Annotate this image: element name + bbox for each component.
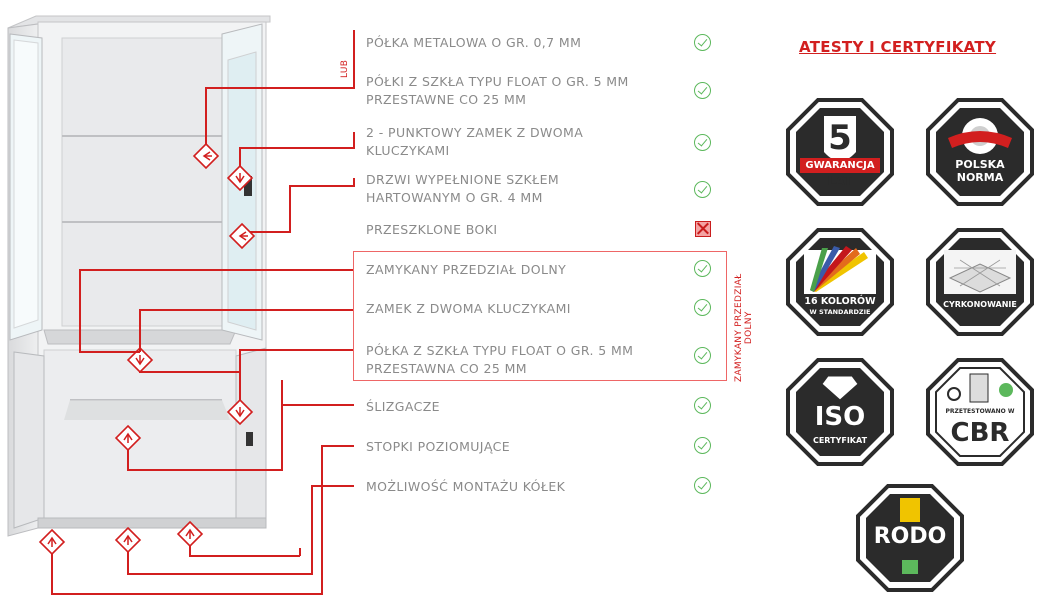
check-icon bbox=[694, 437, 711, 454]
warranty-word: GWARANCJA bbox=[800, 158, 880, 173]
iso-badge: ISO CERTYFIKAT bbox=[786, 358, 894, 466]
feature-label: PÓŁKI Z SZKŁA TYPU FLOAT O GR. 5 MM PRZE… bbox=[366, 74, 629, 107]
warranty-badge: 5 GWARANCJA LAT bbox=[786, 98, 894, 206]
lower-compartment-group-box bbox=[353, 251, 727, 381]
check-icon bbox=[694, 477, 711, 494]
cbr-top: PRZETESTOWANO W bbox=[945, 408, 1015, 415]
note-lower-compartment: ZAMYKANY PRZEDZIAŁ DOLNY bbox=[734, 274, 754, 382]
cbr-label: CBR bbox=[950, 418, 1010, 448]
check-icon bbox=[694, 260, 711, 277]
warranty-unit: LAT bbox=[827, 174, 853, 188]
check-icon bbox=[694, 347, 711, 364]
warranty-number: 5 bbox=[828, 118, 852, 158]
polish-norm-badge: POLSKA NORMA bbox=[926, 98, 1034, 206]
colors-line1: 16 KOLORÓW bbox=[804, 296, 876, 307]
note-lub: LUB bbox=[340, 59, 350, 78]
feature-label: ŚLIZGACZE bbox=[366, 399, 440, 414]
colors-line2: W STANDARDZIE bbox=[809, 308, 871, 316]
check-icon bbox=[694, 34, 711, 51]
feature-label: DRZWI WYPEŁNIONE SZKŁEM HARTOWANYM O GR.… bbox=[366, 172, 560, 205]
note-lower-compartment-line1: ZAMYKANY PRZEDZIAŁ bbox=[734, 273, 744, 382]
zirconium-label: CYRKONOWANIE bbox=[943, 300, 1017, 309]
feature-label: PÓŁKA Z SZKŁA TYPU FLOAT O GR. 5 MM PRZE… bbox=[366, 343, 634, 376]
polish-norm-line2: NORMA bbox=[956, 171, 1004, 184]
feature-label: PRZESZKLONE BOKI bbox=[366, 222, 498, 237]
feature-label: ZAMYKANY PRZEDZIAŁ DOLNY bbox=[366, 262, 567, 277]
colors-badge: 16 KOLORÓW W STANDARDZIE bbox=[786, 228, 894, 336]
check-icon bbox=[694, 181, 711, 198]
rodo-badge: RODO bbox=[856, 484, 964, 592]
rodo-label: RODO bbox=[873, 524, 947, 549]
zirconium-badge: CYRKONOWANIE bbox=[926, 228, 1034, 336]
check-icon bbox=[694, 397, 711, 414]
feature-label: 2 - PUNKTOWY ZAMEK Z DWOMA KLUCZYKAMI bbox=[366, 125, 584, 158]
cross-icon bbox=[695, 221, 711, 237]
feature-label: ZAMEK Z DWOMA KLUCZYKAMI bbox=[366, 301, 571, 316]
certificates-title: ATESTY I CERTYFIKATY bbox=[799, 38, 997, 56]
check-icon bbox=[694, 82, 711, 99]
note-lower-compartment-line2: DOLNY bbox=[744, 311, 754, 345]
feature-label: MOŻLIWOŚĆ MONTAŻU KÓŁEK bbox=[366, 479, 566, 494]
leader-lines bbox=[79, 30, 355, 595]
feature-label: PÓŁKA METALOWA O GR. 0,7 MM bbox=[366, 35, 582, 50]
iso-sub: CERTYFIKAT bbox=[812, 436, 868, 445]
cbr-badge: PRZETESTOWANO W CBR bbox=[926, 358, 1034, 466]
iso-label: ISO bbox=[814, 402, 866, 432]
check-icon bbox=[694, 299, 711, 316]
cabinet-illustration bbox=[7, 15, 300, 595]
feature-label: STOPKI POZIOMUJĄCE bbox=[366, 439, 511, 454]
check-icon bbox=[694, 134, 711, 151]
polish-norm-line1: POLSKA bbox=[955, 158, 1005, 171]
